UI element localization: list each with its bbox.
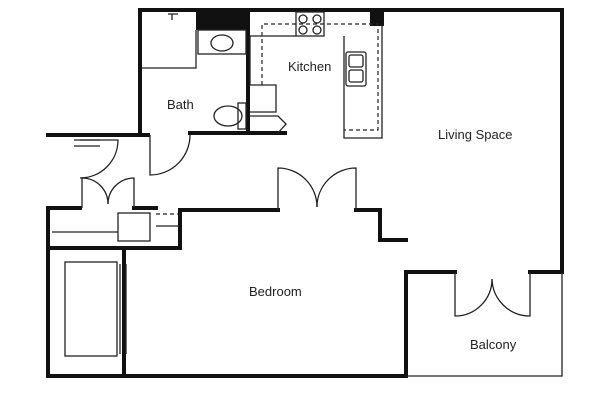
bedroom-top-wall-right: [354, 208, 408, 242]
burner-1: [298, 14, 308, 24]
burner-3: [298, 25, 308, 35]
room-label-living: Living Space: [438, 127, 512, 142]
balcony-door-left: [454, 272, 493, 317]
room-label-bedroom: Bedroom: [249, 284, 302, 299]
walls: [46, 8, 564, 378]
bedroom-door-left: [277, 167, 318, 210]
entry-door-swing: [79, 139, 119, 179]
washer-icon: [117, 212, 151, 242]
room-label-balcony: Balcony: [470, 337, 517, 352]
burner-2: [312, 14, 322, 24]
room-label-bath: Bath: [167, 97, 194, 112]
toilet-tank-icon: [237, 102, 247, 130]
balcony-door-right: [491, 272, 531, 317]
living-balcony-wall: [404, 270, 457, 378]
shower-head-icon: [168, 13, 178, 20]
wall-block-left: [196, 8, 248, 30]
bedroom-door-right: [316, 167, 357, 210]
bath-door-swing: [149, 134, 191, 176]
kitchen-right-counter: [343, 24, 383, 139]
dashed-cabinets: [156, 23, 379, 215]
thin-lines: [52, 11, 563, 377]
kitchen-left-counter: [249, 35, 296, 113]
room-label-kitchen: Kitchen: [288, 59, 331, 74]
shower-area: [142, 30, 197, 69]
upper-cabinets: [261, 23, 379, 131]
bath-left-wall: [138, 8, 150, 137]
entry-stub: [74, 139, 100, 147]
kitchen-sink-icon: [345, 51, 367, 87]
bath-sink-icon: [210, 34, 234, 52]
burner-4: [312, 25, 322, 35]
kitchen-sink-bowl-2: [348, 69, 364, 83]
toilet-bowl-icon: [213, 105, 243, 127]
pantry-icon: [250, 115, 287, 134]
hall-door-right: [107, 177, 135, 208]
balcony-outline: [406, 272, 563, 377]
wardrobe: [64, 261, 118, 357]
bath-vanity: [197, 29, 247, 55]
closet-divider: [46, 208, 182, 250]
hall-door-left: [81, 177, 109, 208]
closet-outer: [46, 206, 408, 378]
top-wall-living: [380, 8, 564, 274]
wall-block-right: [370, 8, 384, 26]
kitchen-sink-bowl-1: [348, 54, 364, 68]
doors: [79, 134, 531, 317]
